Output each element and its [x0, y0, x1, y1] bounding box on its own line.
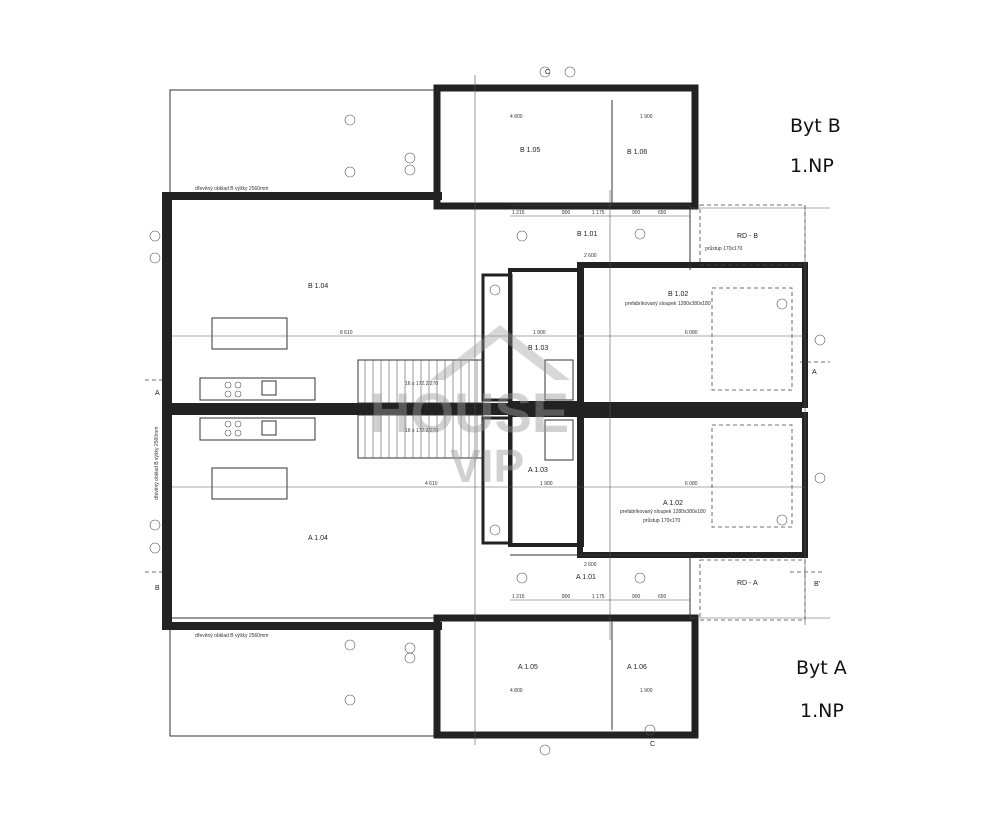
grid-bubble-icon [344, 639, 356, 651]
room-a106: A 1.06 [627, 664, 647, 671]
room-a104: A 1.04 [308, 535, 328, 542]
grid-bubble-icon [489, 284, 501, 296]
grid-bubble-icon [539, 744, 551, 756]
grid-bubble-icon [344, 114, 356, 126]
note-lintel-a: průstup 170x170 [643, 517, 680, 524]
dim-b-bedroom: 6 080 [685, 330, 698, 336]
dim-a-hall: 2 600 [584, 562, 597, 568]
grid-bubble-icon [634, 228, 646, 240]
grid-bubble-icon [149, 519, 161, 531]
dim-a105: 4 800 [510, 688, 523, 694]
room-b105: B 1.05 [520, 147, 540, 154]
watermark-logo: HOUSE VIP [370, 325, 570, 492]
room-a101: A 1.01 [576, 574, 596, 581]
grid-bubble-icon [489, 524, 501, 536]
section-c-bottom: C [650, 741, 655, 748]
grid-bubble-icon [404, 164, 416, 176]
dim-a-bedroom: 6 080 [685, 481, 698, 487]
room-a103: A 1.03 [528, 467, 548, 474]
grid-bubble-icon [564, 66, 576, 78]
dim-b105: 4 800 [510, 114, 523, 120]
wall-left [162, 192, 172, 630]
note-stairs-a: 16 x 172.2/270 [405, 428, 438, 434]
wall-b105 [433, 84, 699, 210]
dim-a-corr-1: 800 [562, 594, 571, 600]
stairs-a [357, 414, 484, 459]
dim-a106: 1 900 [640, 688, 653, 694]
grid-bubble-icon [634, 572, 646, 584]
room-b101: B 1.01 [577, 231, 597, 238]
dim-b-corr-1: 800 [562, 210, 571, 216]
grid-bubble-icon [814, 472, 826, 484]
grid-bubble-icon [539, 66, 551, 78]
dim-a-corr-4: 650 [658, 594, 667, 600]
terrace-b [169, 89, 441, 196]
room-b104: B 1.04 [308, 283, 328, 290]
note-fence-bottom: dřevěný obklad B výšky 2560mm [195, 633, 268, 639]
note-lintel-b: průstup 170x170 [705, 245, 742, 252]
svg-text:HOUSE: HOUSE [370, 381, 569, 444]
note-fence-top: dřevěný obklad B výšky 2560mm [195, 186, 268, 192]
room-a102: A 1.02 [663, 500, 683, 507]
island-a [211, 467, 288, 500]
dim-b-bath: 1 900 [533, 330, 546, 336]
grid-bubble-icon [344, 694, 356, 706]
grid-bubble-icon [776, 514, 788, 526]
section-a-left: A [155, 390, 160, 397]
island-b [211, 317, 288, 350]
grid-bubble-icon [404, 652, 416, 664]
dim-b-corr-2: 1 175 [592, 210, 605, 216]
grid-bubble-icon [776, 298, 788, 310]
dim-b-corr-0: 1 215 [512, 210, 525, 216]
note-fence-left: dřevěný obklad B výšky 2560mm [154, 427, 160, 500]
svg-text:VIP: VIP [450, 440, 524, 492]
grid-bubble-icon [814, 334, 826, 346]
dim-a-bath: 1 900 [540, 481, 553, 487]
dim-a-corr-3: 900 [632, 594, 641, 600]
dim-a-corr-2: 1 175 [592, 594, 605, 600]
kitchen-b [199, 377, 316, 401]
section-c-top: C [545, 69, 550, 76]
room-a105: A 1.05 [518, 664, 538, 671]
grid-bubble-icon [644, 724, 656, 736]
section-b-left: B [155, 585, 160, 592]
note-shelf-b: prefabrikovaný sloupek 1280x380x180 [625, 301, 711, 307]
stairs-b [357, 359, 484, 404]
section-a-right: A [812, 369, 817, 376]
apartment-a-floor: 1.NP [800, 700, 844, 722]
grid-bubble-icon [149, 542, 161, 554]
grid-bubble-icon [404, 642, 416, 654]
grid-bubble-icon [516, 230, 528, 242]
grid-bubble-icon [344, 166, 356, 178]
grid-bubble-icon [149, 252, 161, 264]
dim-b-corr-4: 650 [658, 210, 667, 216]
grid-bubble-icon [149, 230, 161, 242]
kitchen-a [199, 417, 316, 441]
dim-b106: 1 900 [640, 114, 653, 120]
apartment-b-floor: 1.NP [790, 155, 834, 177]
note-shelf-a: prefabrikovaný sloupek 1280x380x180 [620, 509, 706, 515]
dim-b-hall: 2 600 [584, 253, 597, 259]
apartment-a-title: Byt A [796, 657, 847, 679]
dim-a-living: 4 610 [425, 481, 438, 487]
note-stairs-b: 16 x 172.2/270 [405, 381, 438, 387]
apartment-b-title: Byt B [790, 115, 841, 137]
dim-a-corr-0: 1 215 [512, 594, 525, 600]
room-b103: B 1.03 [528, 345, 548, 352]
grid-bubble-icon [404, 152, 416, 164]
section-b-right: B' [814, 581, 820, 588]
dim-b-living: 8 610 [340, 330, 353, 336]
wall-a105 [433, 614, 699, 739]
grid-bubble-icon [516, 572, 528, 584]
room-b106: B 1.06 [627, 149, 647, 156]
room-rdb: RD - B [737, 233, 758, 240]
dim-b-corr-3: 900 [632, 210, 641, 216]
room-b102: B 1.02 [668, 291, 688, 298]
room-rda: RD - A [737, 580, 758, 587]
